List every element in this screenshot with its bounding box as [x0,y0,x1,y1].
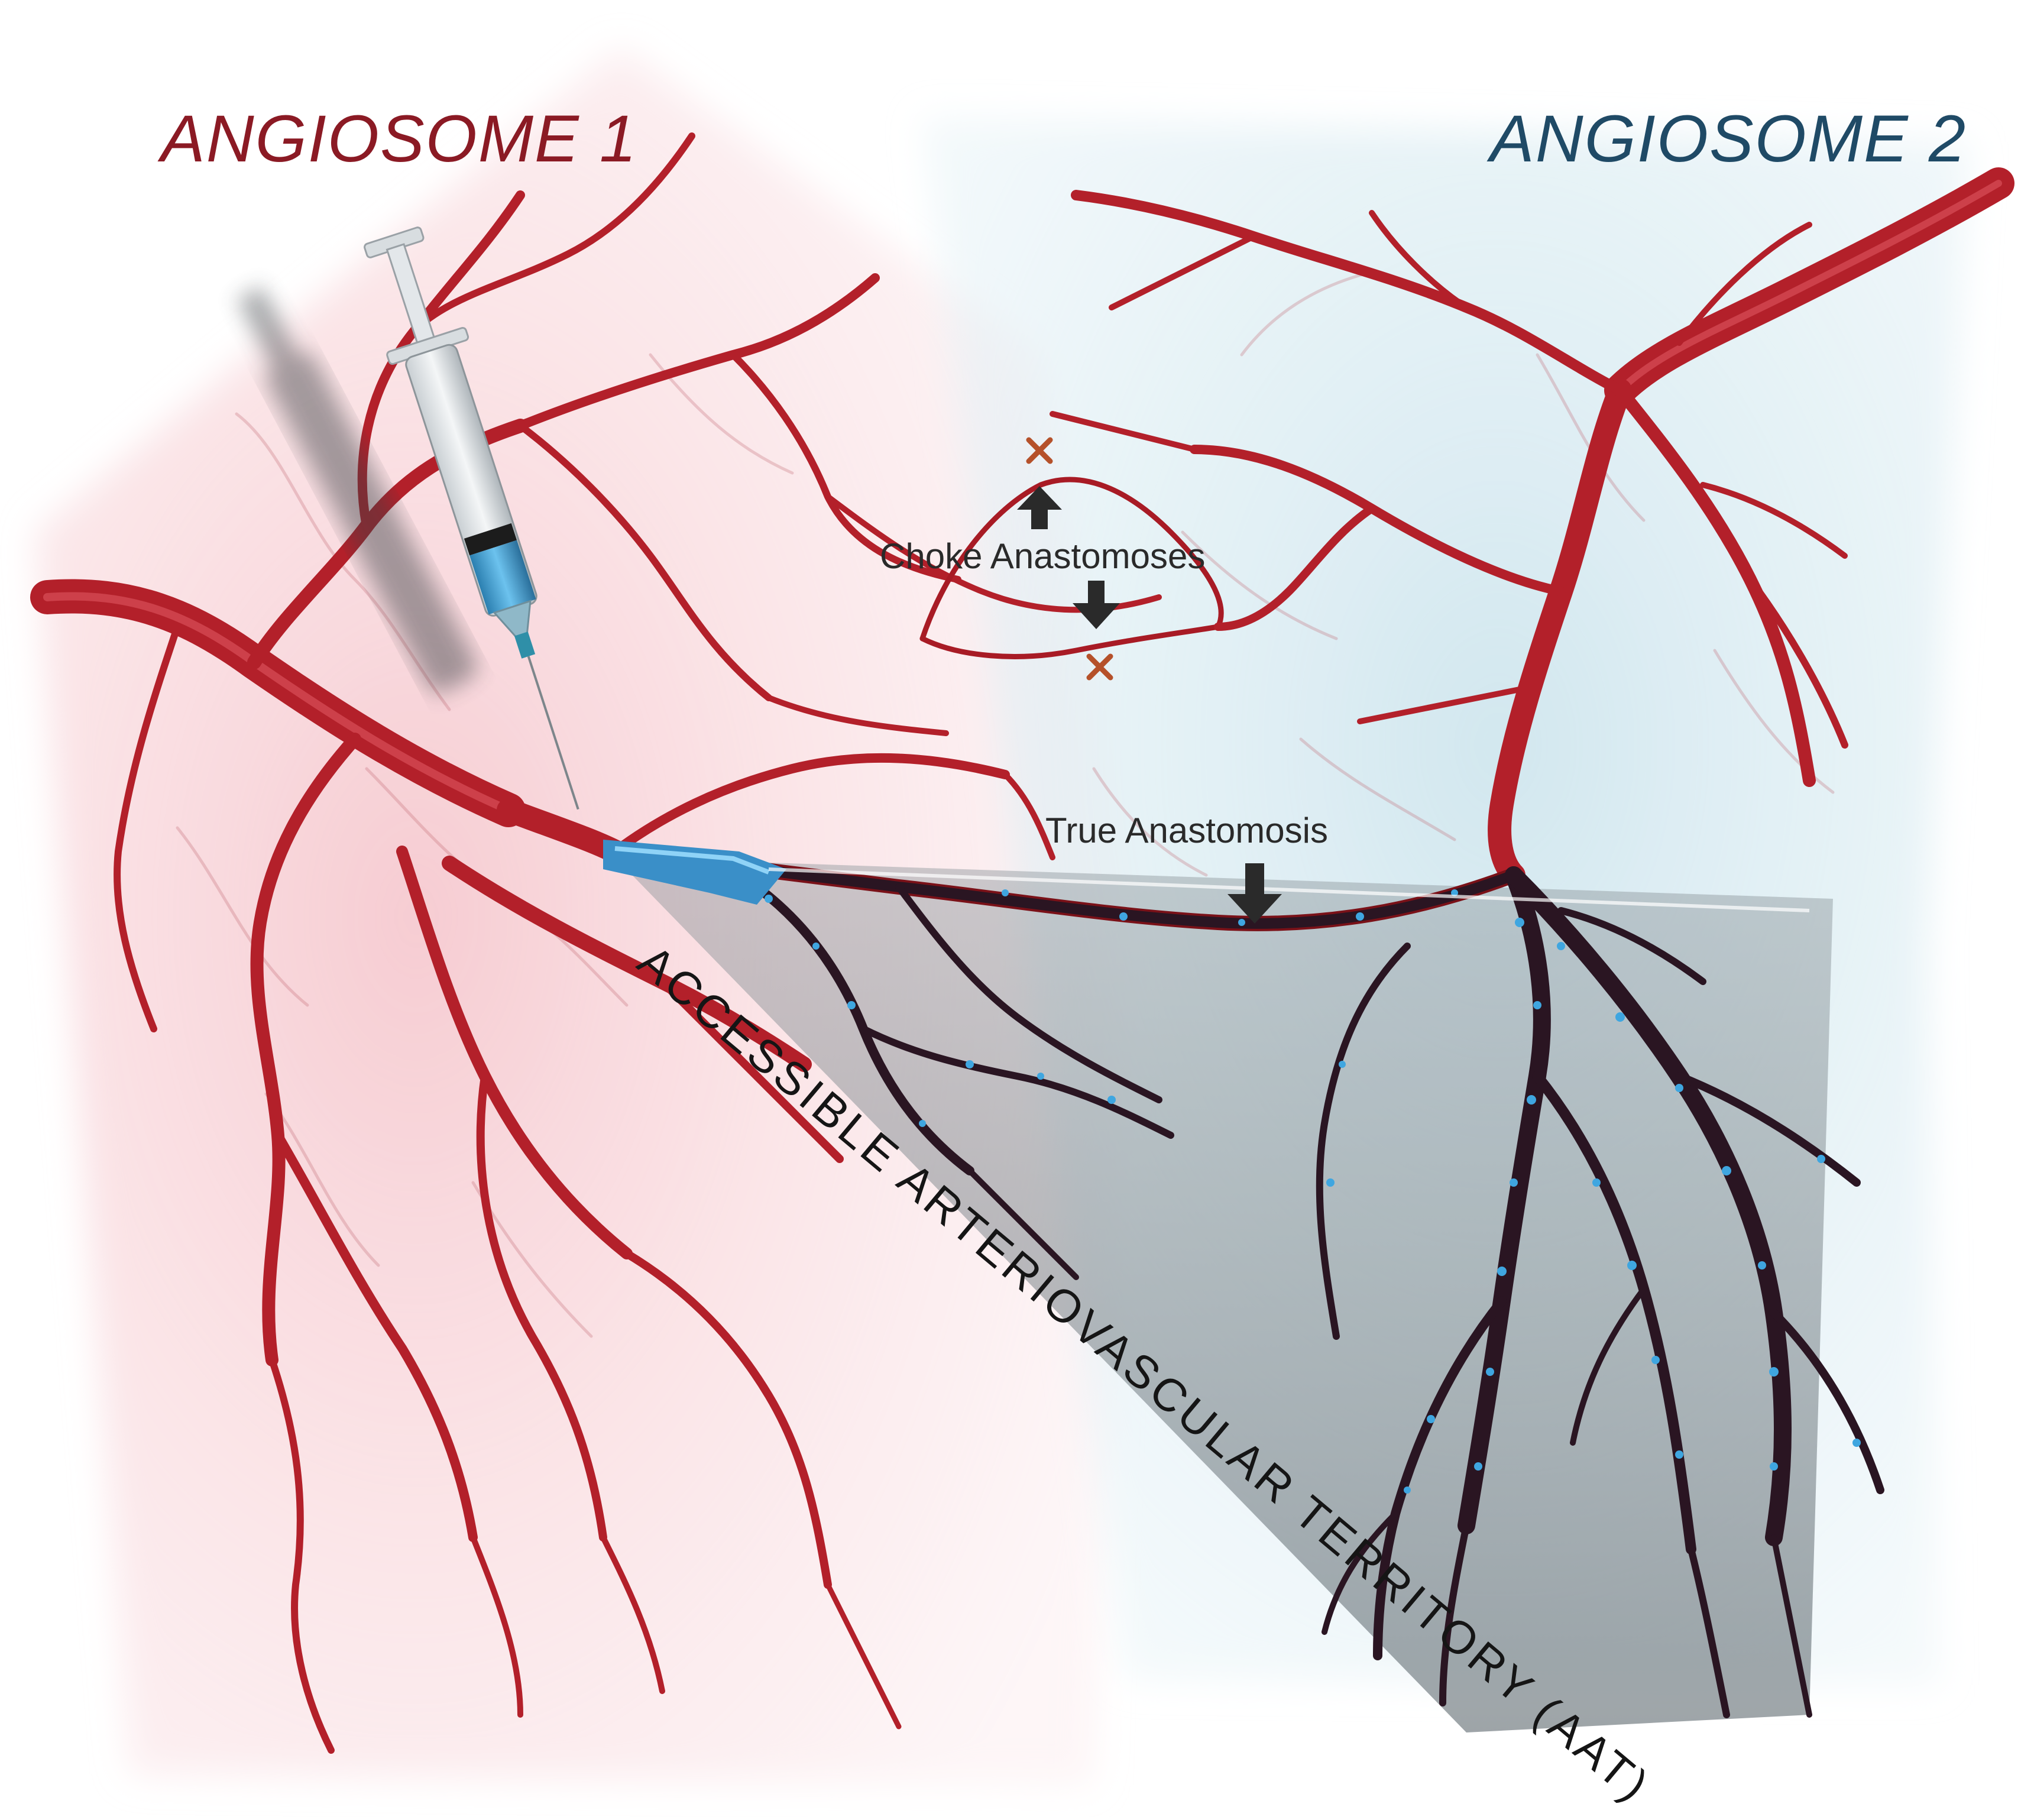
angiosome-2-title: ANGIOSOME 2 [1490,102,1967,176]
injection-hub [603,840,786,905]
arrow-down-icon [1227,863,1282,924]
x-mark-icon [1026,437,1053,464]
x-mark-icon [1086,653,1113,681]
angiosome-1-title: ANGIOSOME 1 [161,102,638,176]
injectate-speckles [765,889,1861,1494]
aat-boundary-line [768,867,1810,912]
true-anastomosis-label: True Anastomosis [1045,811,1328,850]
arrow-up-icon [1017,486,1062,529]
angiosome-1-arteries [30,132,1162,1754]
territory-backgrounds [35,47,1969,1786]
syringe-icon [364,226,579,810]
choke-anastomosis-vessels [919,477,1224,659]
blocked-markers [1026,437,1113,681]
injected-vessels [752,866,1884,1718]
syringe-shadow [237,286,477,693]
choke-anastomoses-label: Choke Anastomoses [880,536,1206,576]
arrow-down-icon [1073,581,1120,629]
angiosome-1-region [35,47,1123,1786]
angiosome-2-arteries [1050,167,2014,887]
